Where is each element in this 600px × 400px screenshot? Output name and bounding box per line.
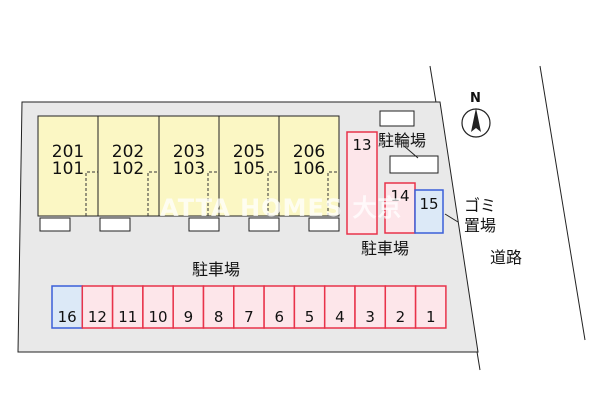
building-4 (218, 115, 280, 217)
parking-slot-4-number: 4 (335, 308, 345, 326)
parking-slot-1 (414, 285, 447, 329)
parking-slot-6 (263, 285, 296, 329)
building-2-upper: 202 (111, 142, 145, 162)
parking-slot-5-number: 5 (304, 308, 315, 326)
parking-main-label: 駐車場 (192, 260, 241, 279)
parking-slot-8 (202, 285, 235, 329)
parking-slot-15-number: 15 (419, 195, 439, 213)
garbage-area-label: ゴミ置場 (463, 196, 496, 235)
parking-slot-12-number: 12 (87, 308, 107, 326)
bicycle-rack-1 (379, 110, 415, 127)
building-4-upper: 205 (232, 142, 266, 162)
building-3-lower: 103 (172, 159, 206, 179)
parking-slot-16 (51, 285, 84, 329)
bicycle-rack-2 (389, 155, 439, 174)
staircase-markings (85, 171, 339, 216)
parking-slot-10-number: 10 (148, 308, 168, 326)
parking-slot-1-number: 1 (425, 308, 436, 326)
parking-slot-3-number: 3 (365, 308, 375, 326)
building-3-upper: 203 (172, 142, 206, 162)
garbage-leader-line (444, 213, 459, 223)
parking-slot-14 (384, 182, 416, 234)
parking-slot-8-number: 8 (213, 308, 224, 326)
entrance-steps (39, 217, 340, 232)
parking-slot-2-number: 2 (395, 308, 406, 326)
parking-slot-14-number: 14 (390, 187, 410, 205)
building-5-lower: 106 (292, 159, 326, 179)
parking-slot-10 (142, 285, 174, 329)
parking-right-label: 駐車場 (361, 239, 410, 258)
parking-slot-13-number: 13 (352, 136, 372, 154)
building-3 (158, 115, 220, 217)
parking-slot-7-number: 7 (244, 308, 254, 326)
road-edge-right (539, 65, 586, 341)
building-1-lower: 101 (51, 159, 85, 179)
bicycle-parking-label: 駐輪場 (378, 131, 427, 150)
parking-slot-15 (414, 189, 444, 234)
building-1 (37, 115, 99, 217)
parking-slot-13 (346, 131, 378, 235)
parking-slot-9-number: 9 (183, 308, 194, 326)
parking-slot-6-number: 6 (274, 308, 285, 326)
parking-row (51, 285, 447, 329)
compass-letter: N (470, 91, 481, 106)
road-label: 道路 (490, 248, 523, 267)
parking-slot-11-number: 11 (118, 308, 138, 326)
bicycle-leader-line (403, 145, 419, 159)
parking-slot-3 (354, 285, 387, 329)
building-4-lower: 105 (232, 159, 266, 179)
parking-slot-5 (293, 285, 326, 329)
parking-slot-11 (111, 285, 144, 329)
compass-north-icon (461, 108, 491, 138)
parking-slot-12 (81, 285, 114, 329)
parking-slot-16-number: 16 (57, 308, 77, 326)
parking-slot-4 (323, 285, 356, 329)
parking-slot-7 (233, 285, 265, 329)
building-5 (278, 115, 340, 217)
building-1-upper: 201 (51, 142, 85, 162)
building-2-lower: 102 (111, 159, 145, 179)
building-5-upper: 206 (292, 142, 326, 162)
watermark: ATTA HOMES 大京 (160, 194, 403, 222)
